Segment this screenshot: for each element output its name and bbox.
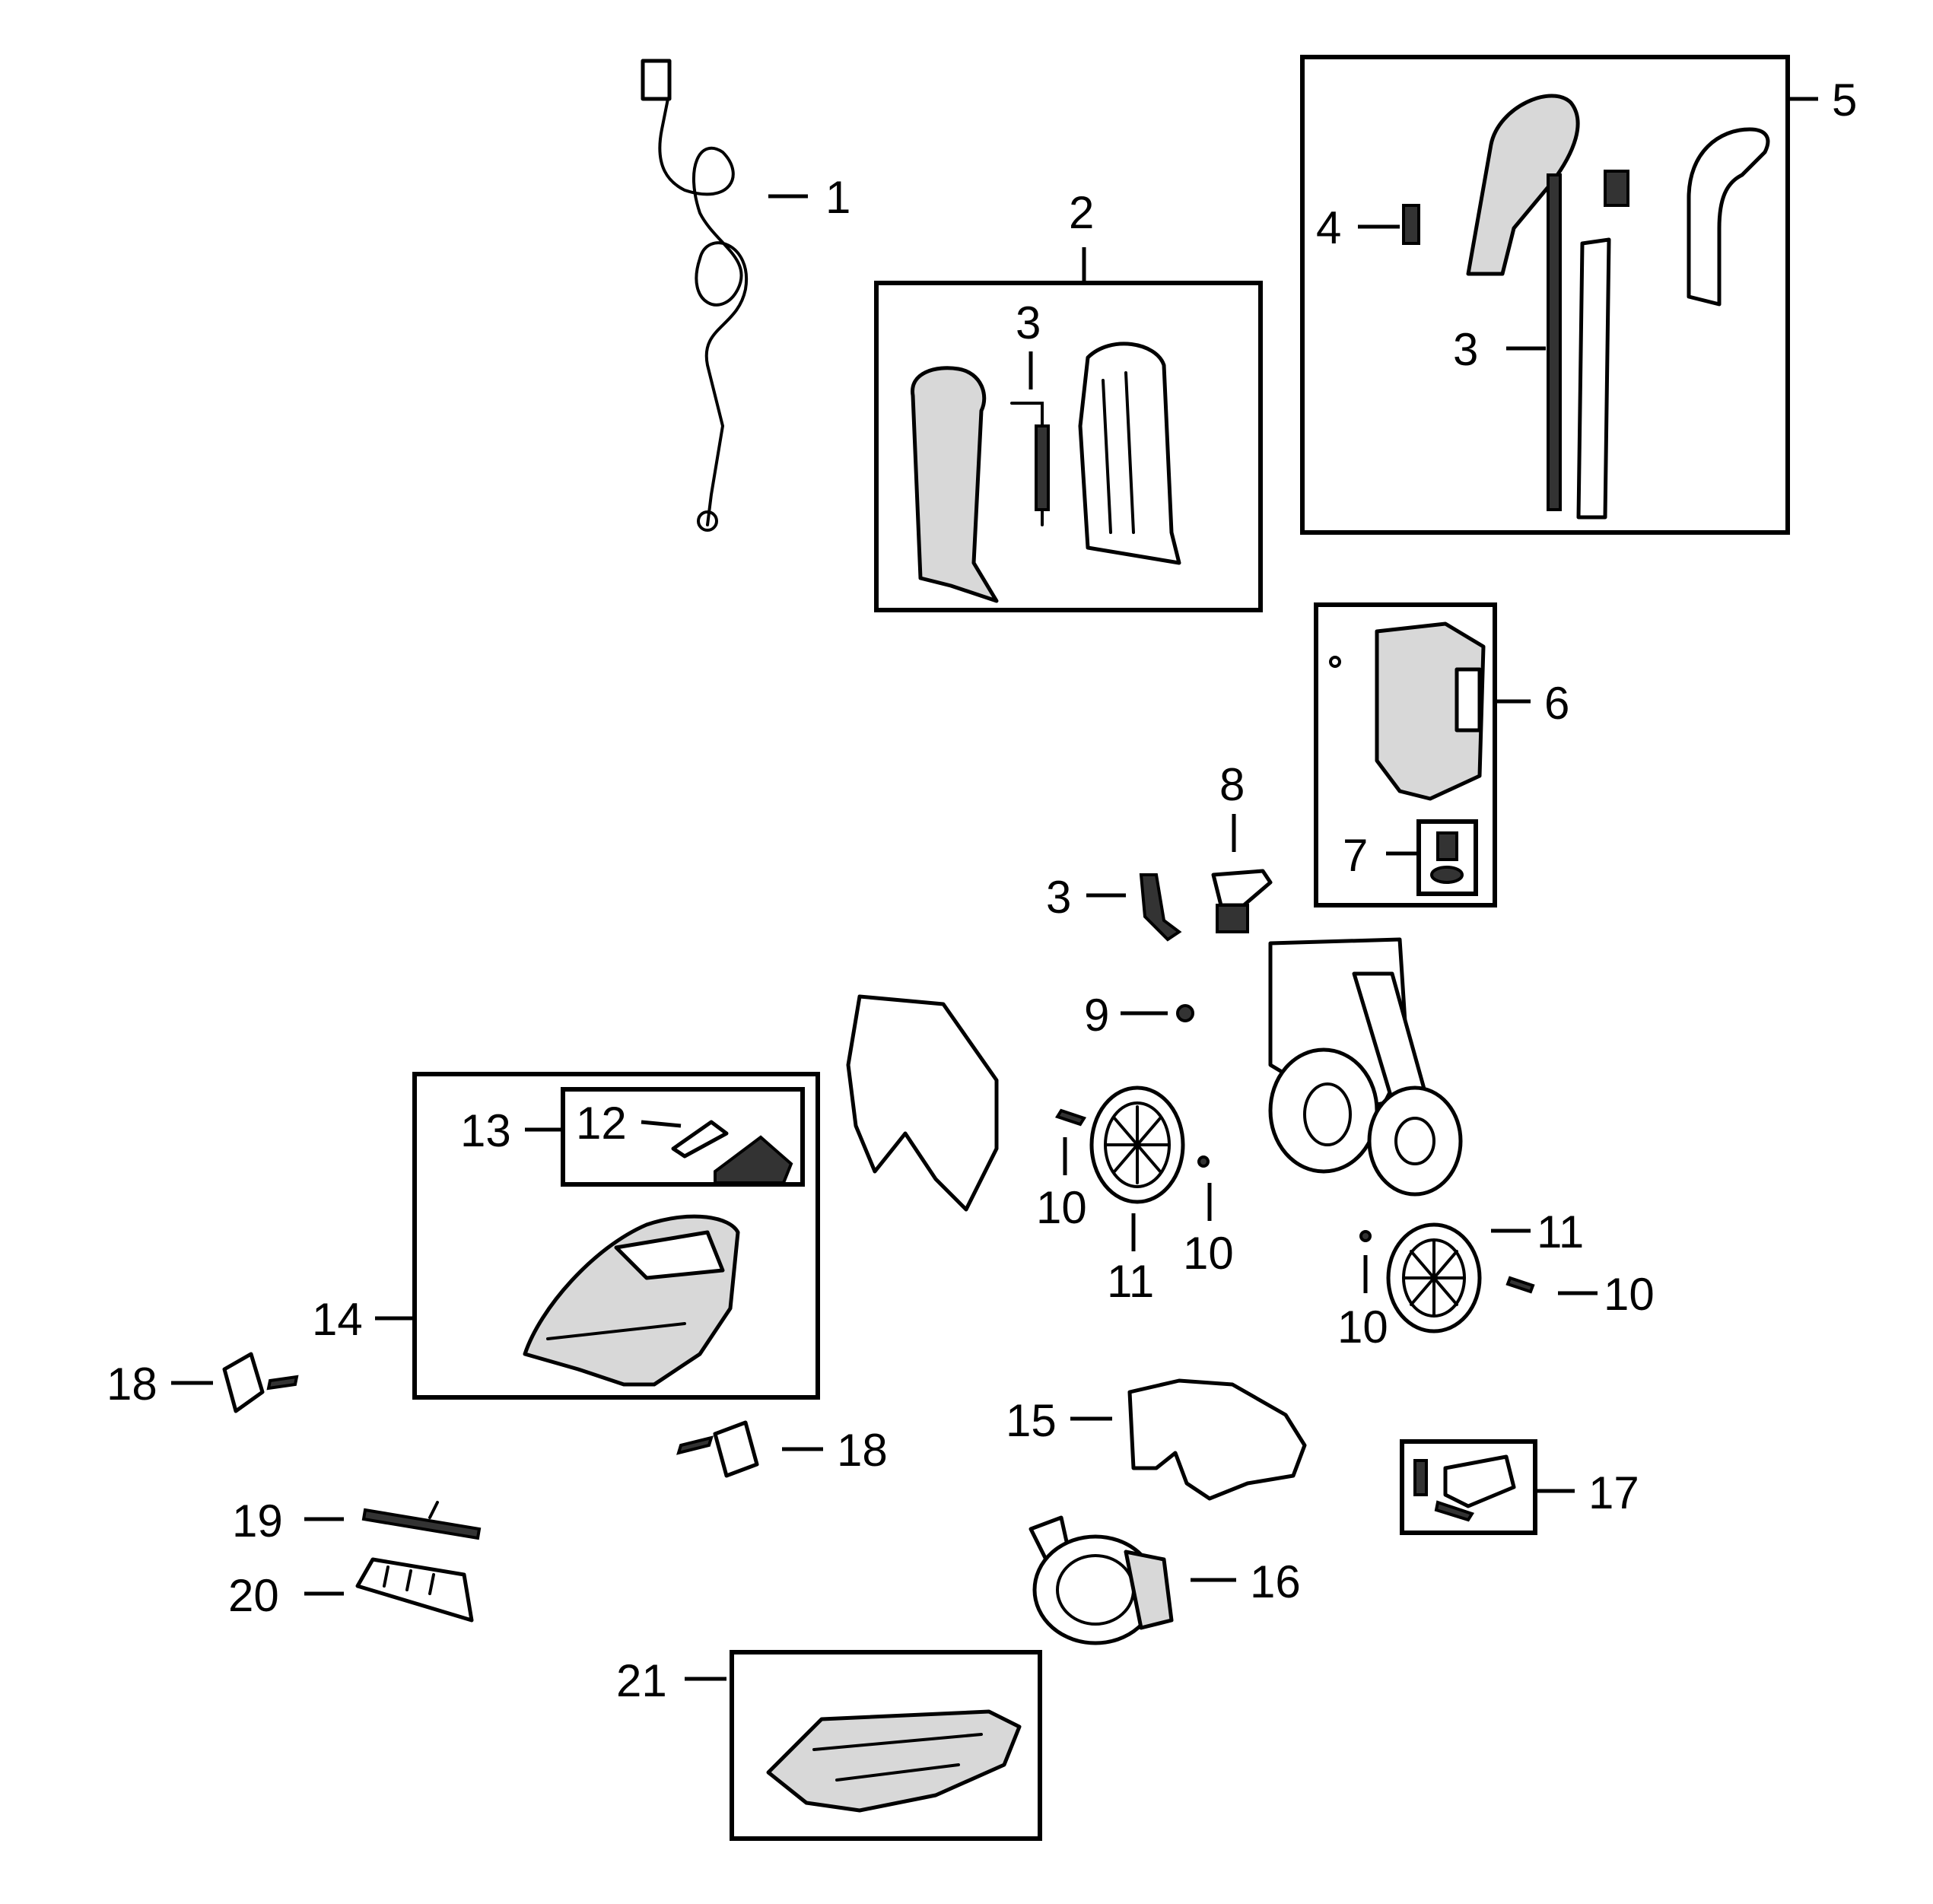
- part-11-wheel-left: [1089, 1086, 1185, 1204]
- part-19-brush-strip: [361, 1501, 482, 1540]
- part-5-upper-handle-grip: [1466, 94, 1770, 520]
- part-10-clip-b: [1197, 1155, 1210, 1168]
- callout-4: 4: [1316, 202, 1341, 253]
- part-11-wheel-right: [1386, 1222, 1482, 1333]
- part-3-upper-trigger-rod: [1547, 170, 1629, 511]
- callout-20: 20: [228, 1570, 279, 1621]
- part-3-loose-rod: [1139, 873, 1182, 942]
- nozzle-cover: [846, 994, 999, 1212]
- box-14-recovery-tank: [412, 1072, 820, 1400]
- callout-18-b: 18: [837, 1425, 888, 1476]
- callout-3-box2: 3: [1016, 297, 1041, 348]
- callout-18-a: 18: [107, 1359, 157, 1410]
- part-15-motor-cover: [1127, 1378, 1307, 1501]
- callout-15: 15: [1006, 1395, 1057, 1446]
- part-14-recovery-tank: [523, 1214, 740, 1387]
- callout-2: 2: [1069, 187, 1094, 238]
- callout-13: 13: [460, 1105, 511, 1156]
- callout-11-a: 11: [1107, 1256, 1154, 1307]
- box-5-upper-handle: [1300, 55, 1790, 535]
- part-7-tank-cap: [1416, 819, 1478, 896]
- part-16-motor: [1028, 1515, 1174, 1645]
- callout-5: 5: [1832, 75, 1857, 126]
- callout-21: 21: [616, 1655, 667, 1706]
- part-9-fitting: [1176, 1004, 1194, 1022]
- box-13-float-assembly: [561, 1087, 805, 1187]
- callout-12: 12: [576, 1098, 627, 1149]
- part-17-pump: [1413, 1454, 1516, 1522]
- callout-10-a: 10: [1036, 1182, 1087, 1233]
- box-17-pump: [1400, 1439, 1537, 1535]
- part-10-clip-c: [1359, 1230, 1372, 1242]
- callout-7: 7: [1343, 830, 1368, 881]
- callout-10-d: 10: [1604, 1269, 1655, 1320]
- callout-10-b: 10: [1183, 1228, 1234, 1279]
- callout-11-b: 11: [1537, 1206, 1584, 1257]
- part-12-float: [671, 1120, 793, 1184]
- part-21-base: [766, 1709, 1022, 1813]
- callout-16: 16: [1250, 1556, 1301, 1607]
- callout-19: 19: [232, 1496, 283, 1546]
- box-2-handle-assembly: [874, 281, 1263, 612]
- box-21-base-assembly: [730, 1650, 1042, 1841]
- part-2-handle-halves: [911, 342, 1181, 603]
- leader-lines: [171, 97, 1818, 1681]
- main-body-frame: [1268, 937, 1463, 1197]
- callout-17: 17: [1588, 1467, 1639, 1518]
- callout-8: 8: [1219, 759, 1245, 810]
- part-10-axle-pin-d: [1505, 1276, 1535, 1294]
- part-10-axle-pin-a: [1054, 1108, 1087, 1127]
- callout-10-c: 10: [1337, 1302, 1388, 1353]
- part-8-valve: [1211, 869, 1273, 933]
- callout-1: 1: [825, 172, 850, 223]
- callout-3-box5: 3: [1453, 324, 1478, 375]
- part-6-clean-water-tank: [1329, 621, 1486, 801]
- callout-9: 9: [1084, 990, 1109, 1041]
- part-20-nozzle-base: [355, 1557, 474, 1623]
- part-18-latch-left: [222, 1352, 299, 1413]
- callout-6: 6: [1544, 678, 1569, 729]
- box-6-tank: [1314, 602, 1497, 907]
- part-18-latch-right: [676, 1420, 759, 1478]
- callout-3-loose: 3: [1046, 872, 1071, 923]
- part-3-handle-trigger-rod: [1010, 402, 1050, 526]
- part-1-power-cord: [641, 59, 749, 532]
- part-4-handle-button: [1402, 204, 1420, 245]
- callout-14: 14: [312, 1294, 363, 1345]
